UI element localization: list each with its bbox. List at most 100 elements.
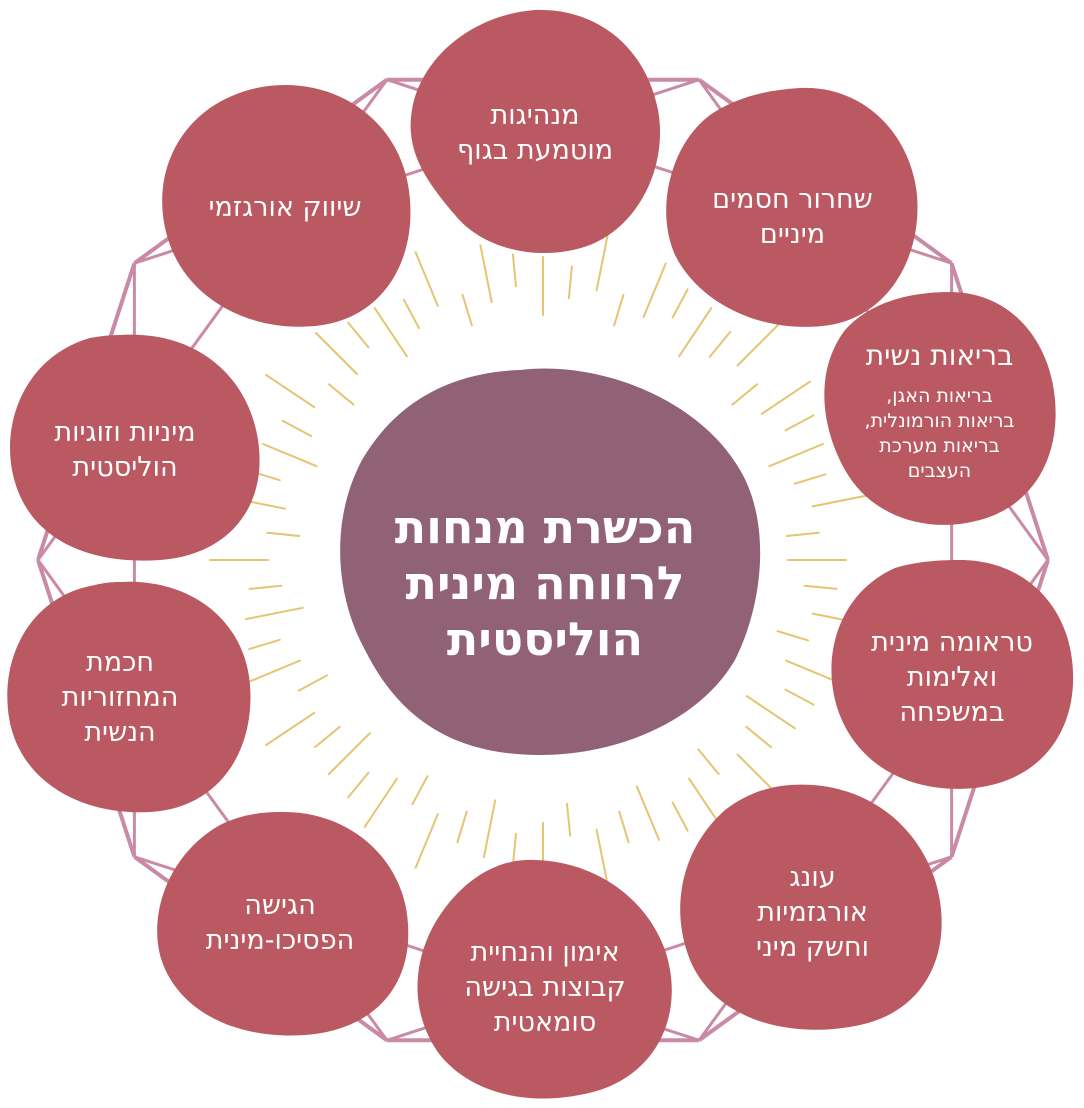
sunburst-ray xyxy=(266,531,301,537)
sunburst-ray xyxy=(793,473,827,485)
sunburst-ray xyxy=(642,262,667,318)
node-line: מוטמעת בגוף xyxy=(456,135,614,166)
sunburst-ray xyxy=(731,383,759,406)
sunburst-ray xyxy=(811,494,871,508)
sunburst-ray xyxy=(347,321,370,349)
center-title: הכשרת מנחות לרווחה מינית הוליסטית xyxy=(355,495,735,670)
node-blob-orgasmic-pleasure xyxy=(680,784,942,1030)
node-blob-cyclical-wisdom xyxy=(7,581,251,813)
sunburst-ray xyxy=(768,443,824,468)
sunburst-ray xyxy=(411,775,429,806)
sunburst-ray xyxy=(479,244,493,304)
sunburst-ray xyxy=(248,584,283,590)
sunburst-ray xyxy=(776,630,810,642)
node-blob-orgasmic-marketing xyxy=(162,85,411,327)
sunburst-ray xyxy=(363,777,398,828)
center-title-line-2: לרווחה מינית xyxy=(405,555,685,610)
node-blob-womens-health xyxy=(824,292,1056,525)
sunburst-ray xyxy=(678,307,713,358)
sunburst-ray xyxy=(482,799,497,859)
node-title: בריאות נשית xyxy=(865,339,1014,372)
node-blob-body-habits xyxy=(410,9,661,254)
sunburst-ray xyxy=(736,323,780,367)
node-label-sexual-trauma: טראומה מינית ואלימות במשפחה xyxy=(838,620,1066,735)
sunburst-ray xyxy=(265,711,316,746)
node-line: ואלימות xyxy=(906,662,998,693)
sunburst-ray xyxy=(784,414,815,432)
sunburst-ray xyxy=(402,298,420,330)
node-sub-line: בריאות מערכת xyxy=(879,435,1000,457)
node-label-holistic-sexuality: מיניות וזוגיות הוליסטית xyxy=(15,410,235,490)
node-line: חכמת xyxy=(86,647,155,678)
node-line: הנשית xyxy=(84,717,156,748)
sunburst-ray xyxy=(245,659,301,684)
sunburst-ray xyxy=(671,288,689,319)
sunburst-ray xyxy=(461,293,473,327)
node-line: סומאטית xyxy=(493,1007,597,1038)
sunburst-ray xyxy=(327,383,355,406)
node-line: הוליסטית xyxy=(72,452,178,483)
node-line: מיניות וזוגיות xyxy=(54,417,196,448)
sunburst-ray xyxy=(414,813,439,869)
node-line: וחשק מיני xyxy=(755,932,870,963)
sunburst-ray xyxy=(785,659,841,684)
node-blob-psychosexual xyxy=(157,811,409,1036)
sunburst-ray xyxy=(262,443,318,468)
node-line: מיניים xyxy=(759,219,826,250)
sunburst-ray xyxy=(745,695,796,730)
sunburst-ray xyxy=(784,688,815,706)
node-line: קבוצות בגישה xyxy=(464,972,626,1003)
sunburst-ray xyxy=(618,810,630,844)
sunburst-ray xyxy=(671,801,689,832)
sunburst-ray xyxy=(456,810,468,844)
sunburst-ray xyxy=(785,531,820,537)
sunburst-ray xyxy=(566,802,572,837)
node-line: במשפחה xyxy=(899,697,1005,728)
node-line: המחזוריות xyxy=(61,682,179,713)
node-label-womens-health: בריאות נשית בריאות האגן, בריאות הורמונלי… xyxy=(822,336,1057,506)
sunburst-ray xyxy=(373,307,408,358)
node-sub-line: העצבים xyxy=(907,460,972,482)
node-line: הפסיכו-מינית xyxy=(205,924,355,956)
node-line: שחרור חסמים xyxy=(712,184,873,215)
node-sub-line: בריאות האגן, xyxy=(886,385,993,407)
node-label-orgasmic-pleasure: עונג אורגזמיות וחשק מיני xyxy=(700,855,925,970)
sunburst-ray xyxy=(697,748,720,776)
sunburst-ray xyxy=(745,725,772,749)
node-line: אורגזמיות xyxy=(757,897,868,928)
sunburst-ray xyxy=(635,785,660,841)
sunburst-ray xyxy=(511,832,517,867)
sunburst-ray xyxy=(314,725,341,749)
node-blob-sexual-blocks xyxy=(666,87,918,327)
node-label-psychosexual: הגישה הפסיכו-מינית xyxy=(165,880,395,965)
sunburst-ray xyxy=(760,380,811,415)
sunburst-ray xyxy=(803,584,838,590)
sunburst-ray xyxy=(281,419,313,437)
sunburst-ray xyxy=(297,674,328,692)
node-blob-holistic-sexuality xyxy=(10,334,260,561)
node-label-body-habits: מנהיגות מוטמעת בגוף xyxy=(420,88,650,178)
sunburst-ray xyxy=(595,828,609,888)
node-line: טראומה מינית xyxy=(871,627,1033,658)
sunburst-ray xyxy=(248,638,281,651)
category-blobs xyxy=(7,9,1074,1099)
sunburst-ray xyxy=(595,232,609,292)
node-label-cyclical-wisdom: חכמת המחזוריות הנשית xyxy=(10,640,230,755)
node-blob-sexual-trauma xyxy=(831,560,1074,789)
node-line: שיווק אורגזמי xyxy=(208,192,362,223)
node-sub-line: בריאות הורמונלית, xyxy=(864,410,1015,432)
sunburst-ray xyxy=(567,265,573,300)
sunburst-ray xyxy=(511,253,517,288)
sunburst-ray xyxy=(315,332,358,375)
center-blob xyxy=(340,368,761,755)
sunburst-ray xyxy=(327,732,371,776)
node-blob-somatic-groups xyxy=(417,859,672,1099)
node-line: אימון והנחיית xyxy=(470,937,620,968)
node-label-orgasmic-marketing: שיווק אורגזמי xyxy=(170,185,400,230)
node-line: הגישה xyxy=(244,889,316,921)
center-title-line-3: הוליסטית xyxy=(446,611,644,666)
sunburst-ray xyxy=(414,251,439,307)
sunburst-ray xyxy=(708,331,732,358)
node-line: מנהיגות xyxy=(490,100,580,131)
